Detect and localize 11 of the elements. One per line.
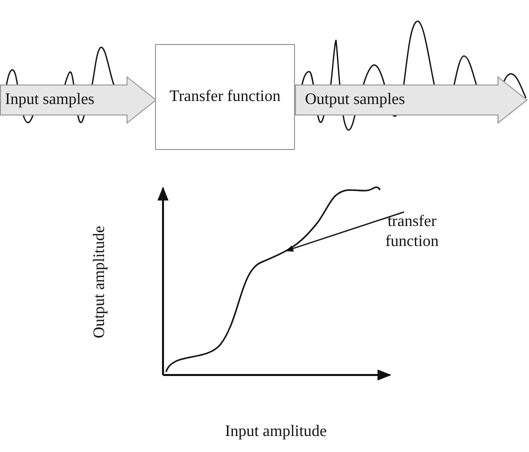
block-arrow xyxy=(0,76,157,124)
process-box xyxy=(155,44,295,150)
transfer-curve xyxy=(165,186,381,372)
axis-title: Output amplitude xyxy=(90,226,110,338)
arrow-label: Input samples xyxy=(5,90,94,110)
leader-line xyxy=(285,211,404,252)
box-label: Transfer function xyxy=(168,87,282,107)
block-arrow xyxy=(295,76,528,124)
arrow-label: Output samples xyxy=(305,90,405,110)
callout-label: transfer function xyxy=(384,212,440,252)
axis-title: Input amplitude xyxy=(225,422,327,442)
